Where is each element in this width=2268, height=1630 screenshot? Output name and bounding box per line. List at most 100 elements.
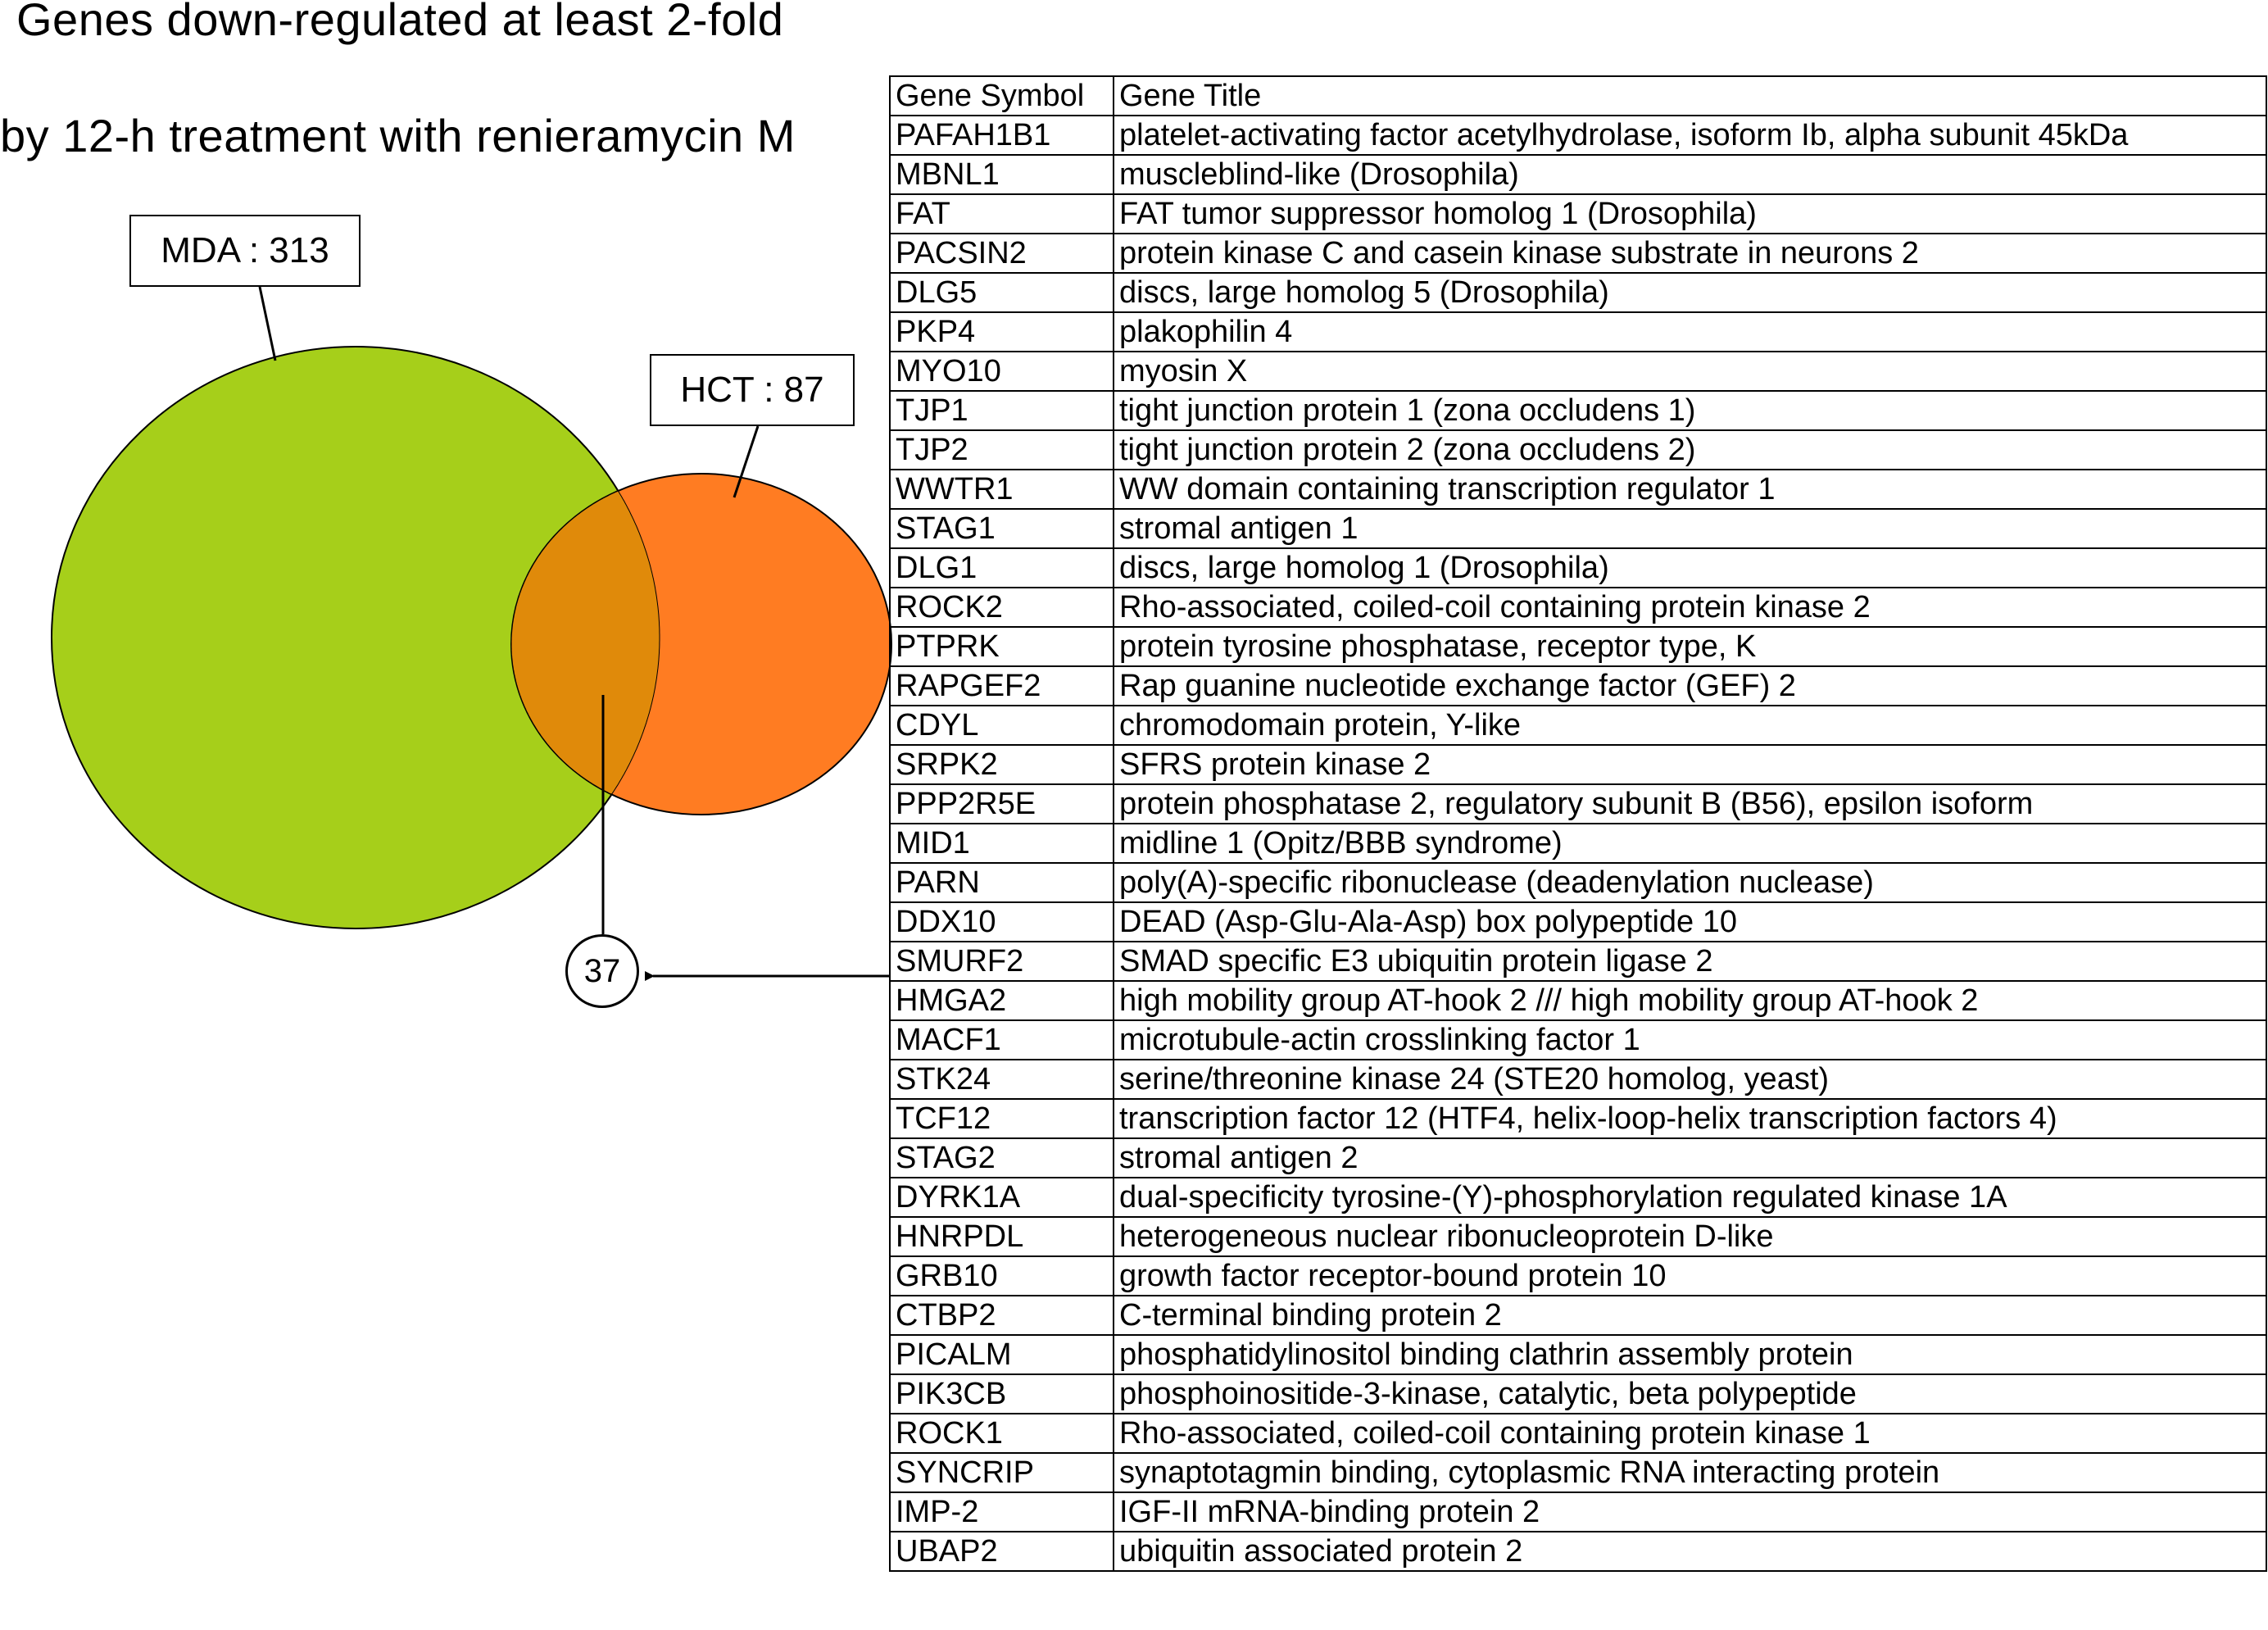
gene-symbol-cell: GRB10: [889, 1255, 1114, 1296]
gene-title-cell: protein kinase C and casein kinase subst…: [1113, 233, 2267, 274]
gene-title-cell: transcription factor 12 (HTF4, helix-loo…: [1113, 1098, 2267, 1139]
gene-symbol-cell: DLG1: [889, 547, 1114, 588]
gene-symbol-cell: STAG2: [889, 1137, 1114, 1178]
gene-title-cell: high mobility group AT-hook 2 /// high m…: [1113, 980, 2267, 1021]
gene-title-cell: discs, large homolog 5 (Drosophila): [1113, 272, 2267, 313]
header-gene-symbol: Gene Symbol: [889, 75, 1114, 116]
gene-title-cell: Rho-associated, coiled-coil containing p…: [1113, 587, 2267, 628]
gene-symbol-cell: TCF12: [889, 1098, 1114, 1139]
gene-symbol-cell: SYNCRIP: [889, 1452, 1114, 1493]
mda-callout-leader: [258, 286, 277, 361]
gene-title-cell: phosphoinositide-3-kinase, catalytic, be…: [1113, 1373, 2267, 1414]
gene-symbol-cell: TJP2: [889, 429, 1114, 470]
gene-symbol-cell: STAG1: [889, 508, 1114, 549]
gene-title-cell: stromal antigen 2: [1113, 1137, 2267, 1178]
gene-title-cell: DEAD (Asp-Glu-Ala-Asp) box polypeptide 1…: [1113, 901, 2267, 942]
gene-title-cell: poly(A)-specific ribonuclease (deadenyla…: [1113, 862, 2267, 903]
gene-title-cell: chromodomain protein, Y-like: [1113, 705, 2267, 746]
gene-title-cell: dual-specificity tyrosine-(Y)-phosphoryl…: [1113, 1177, 2267, 1218]
gene-title-cell: IGF-II mRNA-binding protein 2: [1113, 1492, 2267, 1532]
gene-title-cell: FAT tumor suppressor homolog 1 (Drosophi…: [1113, 193, 2267, 234]
table-header-row: Gene Symbol Gene Title: [889, 75, 2267, 116]
gene-title-cell: SMAD specific E3 ubiquitin protein ligas…: [1113, 941, 2267, 982]
gene-symbol-cell: SRPK2: [889, 744, 1114, 785]
gene-title-cell: platelet-activating factor acetylhydrola…: [1113, 115, 2267, 156]
gene-symbol-cell: ROCK1: [889, 1413, 1114, 1454]
title-line-1: Genes down-regulated at least 2-fold: [16, 0, 784, 45]
gene-title-cell: serine/threonine kinase 24 (STE20 homolo…: [1113, 1059, 2267, 1100]
gene-title-cell: microtubule-actin crosslinking factor 1: [1113, 1019, 2267, 1060]
overlap-region: [510, 490, 660, 795]
title-line-2: by 12-h treatment with renieramycin M: [0, 110, 796, 161]
gene-title-cell: synaptotagmin binding, cytoplasmic RNA i…: [1113, 1452, 2267, 1493]
gene-symbol-cell: DDX10: [889, 901, 1114, 942]
gene-symbol-cell: MID1: [889, 823, 1114, 864]
gene-symbol-cell: PTPRK: [889, 626, 1114, 667]
gene-title-cell: C-terminal binding protein 2: [1113, 1295, 2267, 1336]
gene-title-cell: muscleblind-like (Drosophila): [1113, 154, 2267, 195]
gene-symbol-cell: WWTR1: [889, 469, 1114, 510]
gene-symbol-cell: TJP1: [889, 390, 1114, 431]
gene-symbol-cell: PKP4: [889, 311, 1114, 352]
gene-title-cell: tight junction protein 2 (zona occludens…: [1113, 429, 2267, 470]
gene-symbol-cell: DYRK1A: [889, 1177, 1114, 1218]
gene-symbol-cell: CDYL: [889, 705, 1114, 746]
gene-title-cell: discs, large homolog 1 (Drosophila): [1113, 547, 2267, 588]
gene-symbol-cell: UBAP2: [889, 1531, 1114, 1572]
hct-callout-leader: [733, 425, 760, 498]
gene-symbol-cell: DLG5: [889, 272, 1114, 313]
gene-symbol-cell: PPP2R5E: [889, 783, 1114, 824]
mda-callout-label: MDA : 313: [129, 215, 361, 287]
gene-symbol-cell: PICALM: [889, 1334, 1114, 1375]
gene-title-cell: SFRS protein kinase 2: [1113, 744, 2267, 785]
gene-title-cell: ubiquitin associated protein 2: [1113, 1531, 2267, 1572]
gene-title-cell: plakophilin 4: [1113, 311, 2267, 352]
gene-title-cell: Rho-associated, coiled-coil containing p…: [1113, 1413, 2267, 1454]
gene-symbol-cell: MBNL1: [889, 154, 1114, 195]
gene-symbol-cell: CTBP2: [889, 1295, 1114, 1336]
gene-title-cell: protein tyrosine phosphatase, receptor t…: [1113, 626, 2267, 667]
gene-symbol-cell: MYO10: [889, 351, 1114, 392]
gene-symbol-cell: ROCK2: [889, 587, 1114, 628]
header-gene-title: Gene Title: [1113, 75, 2267, 116]
gene-symbol-cell: FAT: [889, 193, 1114, 234]
gene-symbol-cell: SMURF2: [889, 941, 1114, 982]
gene-title-cell: phosphatidylinositol binding clathrin as…: [1113, 1334, 2267, 1375]
gene-symbol-cell: HNRPDL: [889, 1216, 1114, 1257]
hct-callout-label: HCT : 87: [650, 354, 855, 426]
gene-title-cell: Rap guanine nucleotide exchange factor (…: [1113, 665, 2267, 706]
